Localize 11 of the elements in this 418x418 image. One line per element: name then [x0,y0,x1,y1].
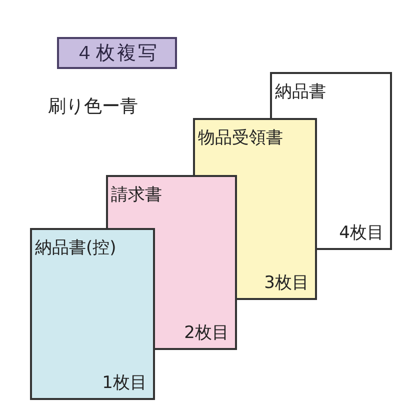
sheet-title: 物品受領書 [198,127,284,149]
sheet-title: 納品書(控) [35,237,118,259]
sheet-number: 2枚目 [184,322,229,344]
title-box: ４枚複写 [57,37,177,69]
sheet-number: 3枚目 [264,272,309,294]
sheet-title: 納品書 [275,81,327,103]
copy-sheet [30,228,155,400]
sheet-number: 1枚目 [102,372,147,394]
sheet-number: 4枚目 [339,222,384,244]
print-color-note: 刷り色ー青 [48,95,138,118]
sheet-title: 請求書 [111,184,163,206]
